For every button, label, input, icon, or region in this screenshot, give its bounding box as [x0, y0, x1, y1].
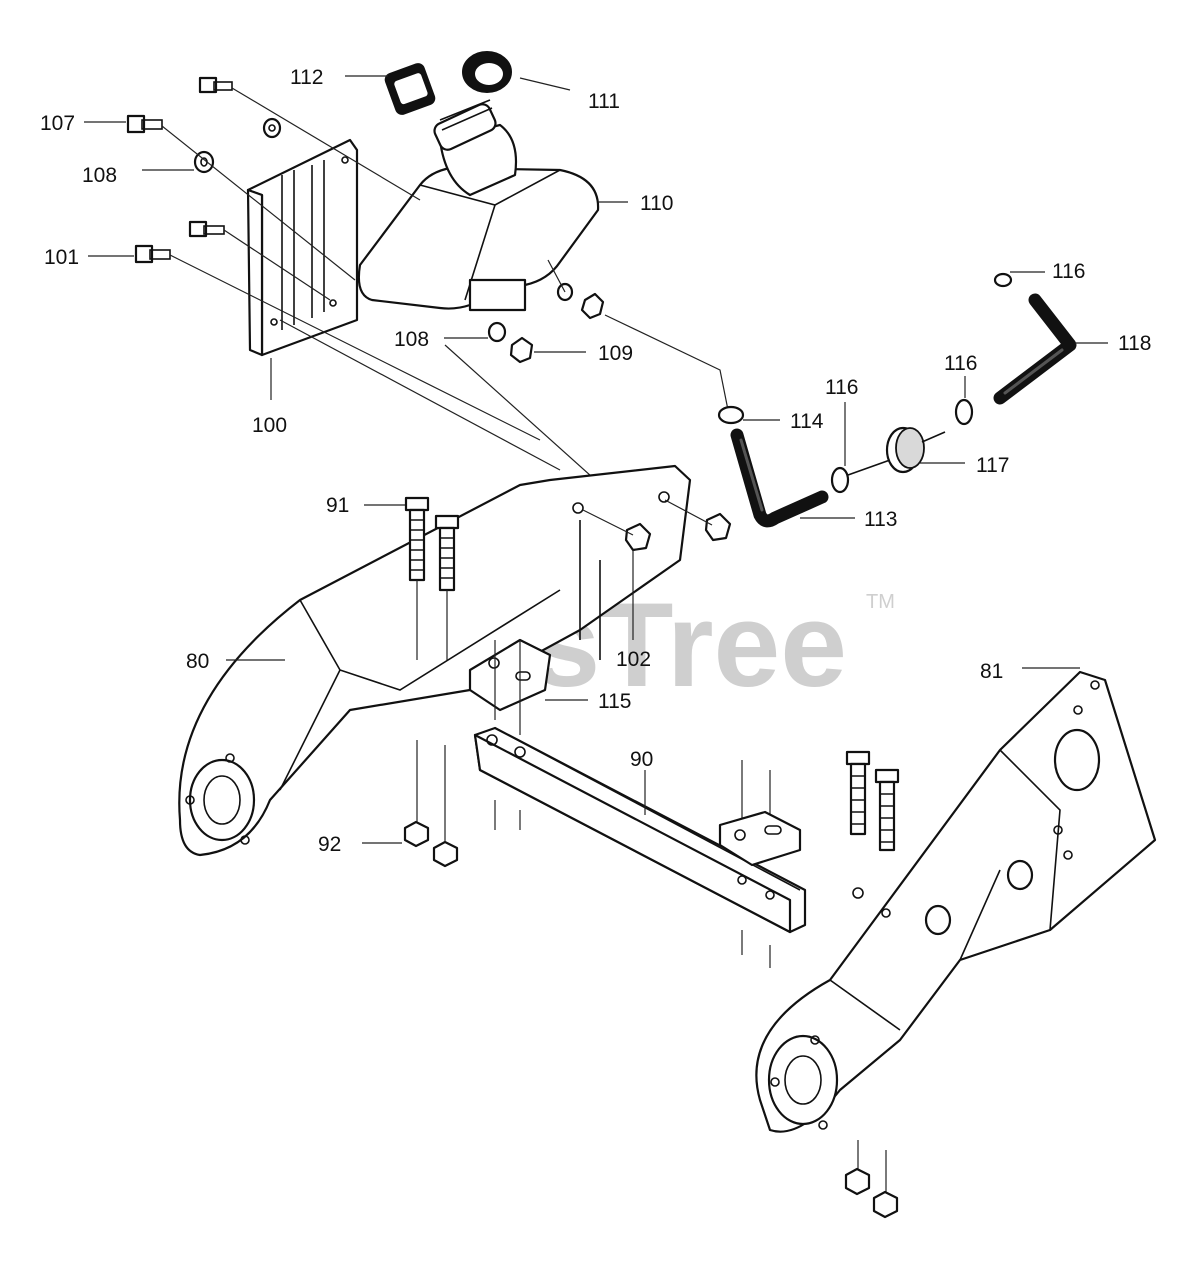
nuts-92 [403, 740, 459, 868]
callout-100: 100 [252, 414, 287, 437]
bolt-upper-left [198, 76, 233, 94]
callout-92: 92 [318, 833, 341, 856]
washers [193, 117, 574, 343]
left-arm-part [178, 464, 692, 857]
callout-118: 118 [1118, 332, 1151, 355]
fuel-tank-part [357, 99, 600, 312]
nuts [509, 292, 605, 364]
bolt-middle [188, 220, 225, 238]
callout-108-lower: 108 [394, 328, 429, 351]
carriage-bolts-91 [404, 496, 460, 660]
right-arm-bolts [844, 750, 900, 1219]
bolt-107 [126, 114, 163, 134]
callout-107: 107 [40, 112, 75, 135]
callout-112: 112 [290, 66, 323, 89]
callout-101: 101 [44, 246, 79, 269]
bracket-bolts [126, 76, 233, 264]
right-arm-part [755, 670, 1157, 1133]
callout-116-top: 116 [1052, 260, 1085, 283]
filter-ring-part [462, 51, 512, 93]
callouts: 112 111 107 108 110 101 108 109 100 116 … [40, 66, 1151, 856]
callout-114: 114 [790, 410, 824, 433]
callout-117: 117 [976, 454, 1009, 477]
mounting-bracket-part [246, 138, 359, 357]
callout-111: 111 [588, 90, 620, 113]
callout-90: 90 [630, 748, 653, 771]
bolt-101 [134, 244, 171, 264]
callout-116-lower: 116 [825, 376, 858, 399]
callout-108-upper: 108 [82, 164, 117, 187]
nuts-102 [582, 499, 732, 552]
callout-109: 109 [598, 342, 633, 365]
fuel-cap-part [384, 63, 436, 115]
cross-channel-part [473, 640, 807, 968]
callout-110: 110 [640, 192, 673, 215]
fuel-line-assembly [717, 272, 1077, 528]
callout-91: 91 [326, 494, 349, 517]
callout-115: 115 [598, 690, 631, 713]
callout-116-middle: 116 [944, 352, 977, 375]
callout-102: 102 [616, 648, 651, 671]
callout-81: 81 [980, 660, 1003, 683]
watermark-trademark: TM [866, 591, 895, 613]
small-plate-part [718, 810, 802, 867]
callout-80: 80 [186, 650, 209, 673]
callout-113: 113 [864, 508, 897, 531]
